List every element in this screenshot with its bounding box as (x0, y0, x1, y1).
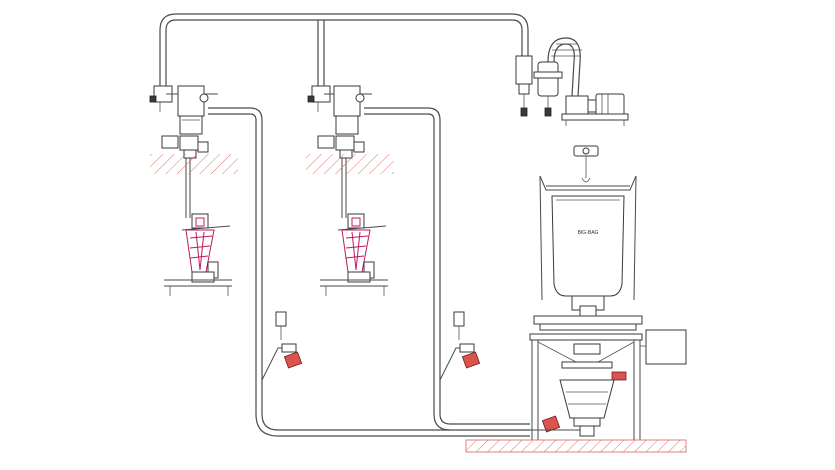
screw-feeder-1 (164, 213, 232, 296)
pickup-branch-1 (261, 311, 303, 381)
big-bag: BIG-BAG (551, 195, 625, 311)
discharge-station (529, 305, 687, 440)
floor-hatch-2 (306, 154, 394, 174)
conveying-pipe-1 (208, 107, 530, 437)
big-bag-frame (539, 145, 637, 301)
pickup-branch-2 (439, 311, 481, 381)
big-bag-label: BIG-BAG (578, 230, 599, 236)
vacuum-pump-unit (515, 37, 629, 126)
floor-base (465, 439, 687, 453)
screw-feeder-2 (320, 213, 388, 296)
floor-hatch-1 (150, 154, 238, 174)
vacuum-header-pipe (159, 13, 529, 86)
vacuum-receiver-2 (307, 85, 372, 218)
conveying-pipe-2 (364, 107, 530, 431)
vacuum-receiver-1 (149, 85, 218, 218)
